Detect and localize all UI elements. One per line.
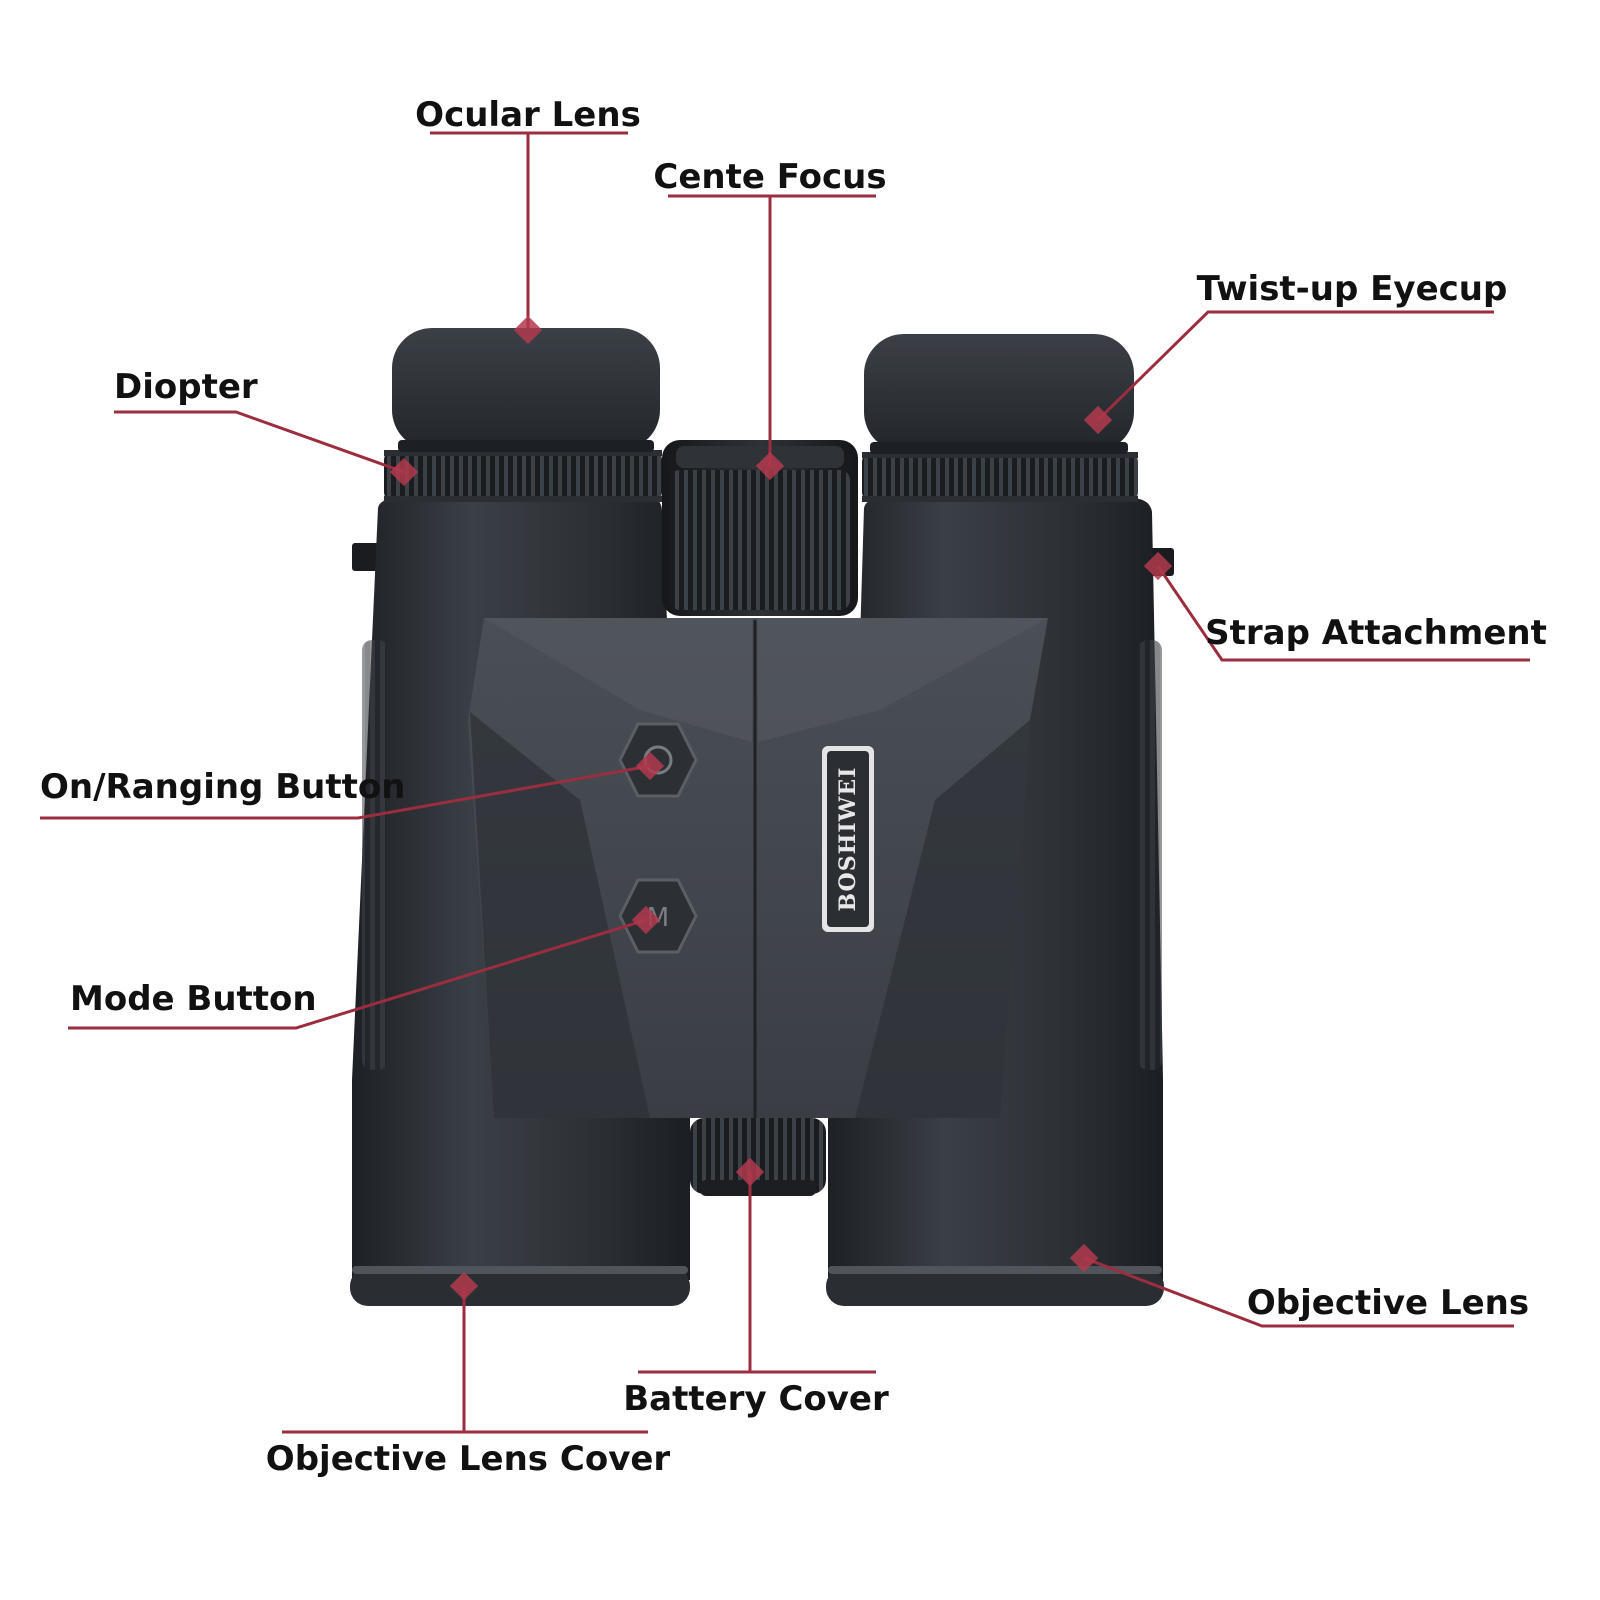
grip-texture-left <box>362 640 388 1070</box>
brand-plate: BOSHIWEI <box>822 746 874 932</box>
label-objective-lens-cover: Objective Lens Cover <box>266 1439 671 1479</box>
annotation-labels: Ocular Lens Cente Focus Twist-up Eyecup … <box>40 95 1547 1479</box>
battery-cover-knob <box>690 1118 826 1196</box>
label-strap-attachment: Strap Attachment <box>1205 613 1547 653</box>
grip-texture-right <box>1138 640 1162 1070</box>
label-ocular-lens: Ocular Lens <box>415 95 641 135</box>
label-center-focus: Cente Focus <box>653 157 886 197</box>
label-mode-button: Mode Button <box>70 979 317 1019</box>
brand-text: BOSHIWEI <box>835 767 861 912</box>
objective-lens-cover-left <box>350 1266 690 1306</box>
ocular-lens-eyecup-left <box>392 328 660 452</box>
diopter-ring-right <box>862 452 1138 502</box>
twist-up-eyecup-right <box>864 334 1134 454</box>
label-objective-lens: Objective Lens <box>1247 1283 1529 1323</box>
label-battery-cover: Battery Cover <box>623 1379 889 1419</box>
label-on-ranging-button: On/Ranging Button <box>40 767 405 807</box>
binocular: BOSHIWEI M <box>350 328 1174 1306</box>
label-diopter: Diopter <box>114 367 258 407</box>
strap-lug-left <box>352 543 380 571</box>
label-twist-up-eyecup: Twist-up Eyecup <box>1197 269 1508 309</box>
annotation-leaders <box>40 131 1530 1434</box>
center-focus-knob <box>662 440 858 616</box>
diopter-ring-left <box>384 450 662 502</box>
mode-button[interactable]: M <box>618 878 698 954</box>
objective-lens-right <box>826 1266 1164 1306</box>
bridge-housing <box>468 618 1048 1118</box>
